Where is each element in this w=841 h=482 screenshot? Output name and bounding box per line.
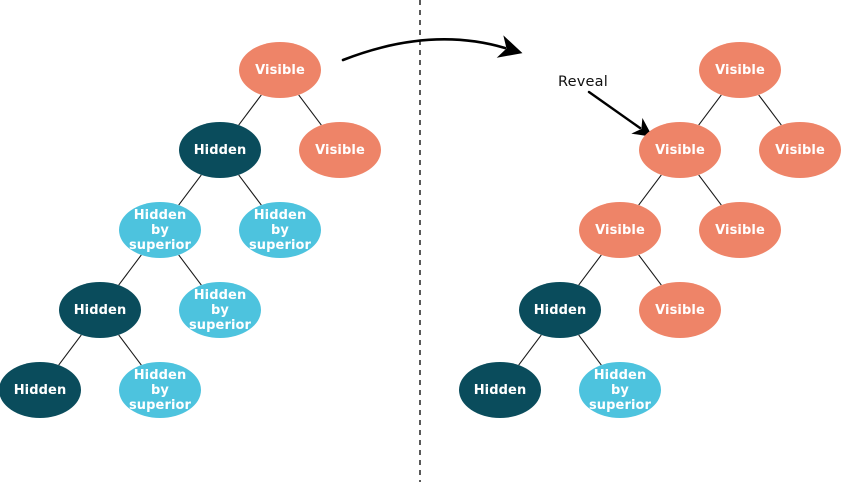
tree-node-visible[interactable]: Visible [639, 282, 721, 338]
tree-node-hidden[interactable]: Hidden [519, 282, 601, 338]
tree-edge [578, 254, 602, 286]
tree-edge [238, 94, 262, 126]
tree-node-label: Visible [655, 142, 705, 158]
tree-node-hidden-by-superior[interactable]: Hidden by superior [579, 362, 661, 418]
tree-node-hidden[interactable]: Hidden [59, 282, 141, 338]
tree-node-visible[interactable]: Visible [579, 202, 661, 258]
tree-edge [758, 94, 782, 126]
tree-node-label: Hidden by superior [128, 367, 192, 413]
tree-node-hidden[interactable]: Hidden [179, 122, 261, 178]
tree-node-visible[interactable]: Visible [639, 122, 721, 178]
tree-node-label: Visible [715, 62, 765, 78]
tree-edge [518, 334, 542, 366]
tree-node-label: Visible [775, 142, 825, 158]
tree-node-visible[interactable]: Visible [759, 122, 841, 178]
tree-node-visible[interactable]: Visible [699, 42, 781, 98]
tree-node-label: Hidden by superior [588, 367, 652, 413]
right-tree-edges [518, 94, 782, 366]
tree-node-hidden-by-superior[interactable]: Hidden by superior [119, 202, 201, 258]
left-tree-edges [58, 94, 322, 366]
tree-node-label: Visible [655, 302, 705, 318]
tree-node-hidden-by-superior[interactable]: Hidden by superior [239, 202, 321, 258]
transform-arrow [341, 35, 523, 62]
tree-node-hidden-by-superior[interactable]: Hidden by superior [179, 282, 261, 338]
tree-node-visible[interactable]: Visible [239, 42, 321, 98]
tree-node-label: Hidden [13, 382, 67, 398]
tree-edge [638, 174, 662, 206]
tree-node-label: Hidden [193, 142, 247, 158]
tree-edge [178, 254, 202, 286]
tree-node-label: Visible [595, 222, 645, 238]
tree-node-label: Hidden by superior [188, 287, 252, 333]
tree-edge [178, 174, 202, 206]
tree-edge [698, 174, 722, 206]
tree-node-hidden[interactable]: Hidden [459, 362, 541, 418]
tree-node-visible[interactable]: Visible [699, 202, 781, 258]
tree-node-label: Visible [315, 142, 365, 158]
tree-node-label: Hidden [473, 382, 527, 398]
tree-edge [638, 254, 662, 286]
tree-node-label: Visible [255, 62, 305, 78]
reveal-label: Reveal [558, 74, 608, 90]
tree-node-label: Visible [715, 222, 765, 238]
tree-edge [238, 174, 262, 206]
tree-edge [578, 334, 602, 366]
reveal-arrow-icon [587, 90, 653, 137]
tree-edge [58, 334, 82, 366]
tree-node-visible[interactable]: Visible [299, 122, 381, 178]
tree-node-hidden-by-superior[interactable]: Hidden by superior [119, 362, 201, 418]
tree-node-hidden[interactable]: Hidden [0, 362, 81, 418]
tree-edge [298, 94, 322, 126]
tree-edge [118, 334, 142, 366]
tree-node-label: Hidden by superior [248, 207, 312, 253]
tree-node-label: Hidden [73, 302, 127, 318]
tree-node-label: Hidden by superior [128, 207, 192, 253]
tree-edge [118, 254, 142, 286]
tree-edge [698, 94, 722, 126]
tree-node-label: Hidden [533, 302, 587, 318]
